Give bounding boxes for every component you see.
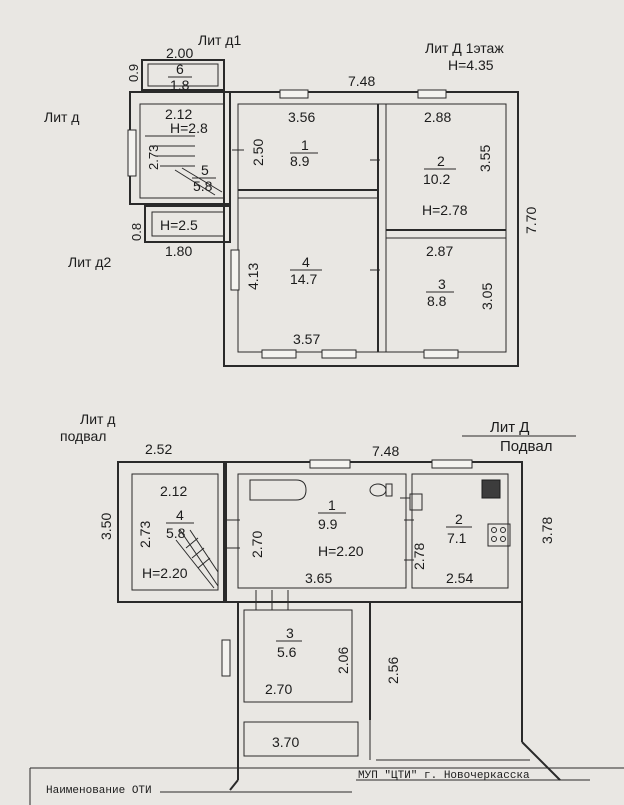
dim-basement-bottom-width: 3.70 xyxy=(272,734,299,750)
room3-basement-outline xyxy=(243,609,353,703)
lit-d1-extension xyxy=(141,59,225,91)
dim-basement-r4-width: 2.12 xyxy=(160,483,187,499)
room1-area: 8.9 xyxy=(290,153,310,169)
room4-area: 14.7 xyxy=(290,271,317,287)
basement-plan xyxy=(117,459,561,791)
room6-area: 1.8 xyxy=(170,77,190,93)
dim-d2-height: 0.8 xyxy=(129,223,144,241)
stair-top xyxy=(145,135,223,196)
dim-basement-left-height: 3.50 xyxy=(98,513,114,540)
room1-number: 1 xyxy=(301,137,309,153)
label-lit-D-basement: Лит Д xyxy=(490,419,529,436)
basement-room1-area: 9.9 xyxy=(318,516,338,532)
footer-name-label: Наименование ОТИ xyxy=(46,785,152,797)
lit-D-basement-block xyxy=(223,461,523,603)
basement-room1-height: H=2.20 xyxy=(318,543,364,559)
room6-number: 6 xyxy=(176,61,184,77)
room3-number: 3 xyxy=(438,276,446,292)
label-lit-d1: Лит д1 xyxy=(198,32,241,48)
dim-basement-width-total: 7.48 xyxy=(372,443,399,459)
window-top-1 xyxy=(279,89,309,99)
dim-basement-right-height: 3.78 xyxy=(539,517,555,544)
dim-r3-height: 3.05 xyxy=(479,283,495,310)
dim-r1-height: 2.50 xyxy=(250,139,266,166)
sink-icon xyxy=(409,493,423,511)
dim-basement-r4-height: 2.73 xyxy=(137,521,153,548)
stove-icon xyxy=(487,523,511,547)
basement-room3-area: 5.6 xyxy=(277,644,297,660)
dim-basement-r1-height: 2.70 xyxy=(249,531,265,558)
label-lit-d2: Лит д2 xyxy=(68,254,111,270)
room2-area: 10.2 xyxy=(423,171,450,187)
boiler-icon xyxy=(481,479,501,499)
dim-total-height: 7.70 xyxy=(523,207,539,234)
dim-d1-width: 2.00 xyxy=(166,45,193,61)
dim-d-width: 2.12 xyxy=(165,106,192,122)
window-lit-d xyxy=(127,129,137,177)
dim-corridor-height: 2.56 xyxy=(385,657,401,684)
lower-walls xyxy=(237,601,523,780)
dim-r3-width: 2.87 xyxy=(426,243,453,259)
basement-window-1 xyxy=(309,459,351,469)
dim-top-width-total: 7.48 xyxy=(348,73,375,89)
bathtub-icon xyxy=(249,479,307,501)
bottom-corridor xyxy=(243,721,359,757)
window-left xyxy=(230,249,240,291)
lit-d-basement-block xyxy=(117,461,227,603)
dim-basement-r2-height: 2.78 xyxy=(411,543,427,570)
lit-d-height: H=2.8 xyxy=(170,120,208,136)
label-lit-D-1floor: Лит Д 1этаж xyxy=(425,40,504,56)
top-floor-plan xyxy=(127,59,519,367)
label-lit-d-basement-1: Лит д xyxy=(80,411,115,427)
dim-d2-width: 1.80 xyxy=(165,243,192,259)
room5-number: 5 xyxy=(201,162,209,178)
dim-basement-r3-height: 2.06 xyxy=(335,647,351,674)
dim-d-stair-height: 2.73 xyxy=(146,145,161,170)
room4-number: 4 xyxy=(302,254,310,270)
label-basement: Подвал xyxy=(500,438,552,455)
dim-basement-left-width: 2.52 xyxy=(145,441,172,457)
dim-r2-width: 2.88 xyxy=(424,109,451,125)
footer-organization: МУП "ЦТИ" г. Новочеркасска xyxy=(358,770,530,782)
window-bottom-1 xyxy=(261,349,297,359)
window-top-2 xyxy=(417,89,447,99)
dim-basement-r3-width: 2.70 xyxy=(265,681,292,697)
label-lit-d: Лит д xyxy=(44,109,79,125)
basement-room2-number: 2 xyxy=(455,511,463,527)
basement-room4-area: 5.8 xyxy=(166,525,186,541)
label-lit-d-basement-2: подвал xyxy=(60,428,106,444)
room2-height: H=2.78 xyxy=(422,202,468,218)
room3-area: 8.8 xyxy=(427,293,447,309)
dim-d1-height: 0.9 xyxy=(126,64,141,82)
basement-room4-number: 4 xyxy=(176,507,184,523)
basement-window-left xyxy=(221,639,231,677)
lit-d2-block xyxy=(144,205,231,243)
basement-room4-height: H=2.20 xyxy=(142,565,188,581)
basement-room2-area: 7.1 xyxy=(447,530,467,546)
room2-number: 2 xyxy=(437,153,445,169)
lit-D-main-block xyxy=(223,91,519,367)
basement-room3-number: 3 xyxy=(286,625,294,641)
dim-basement-r2-width: 2.54 xyxy=(446,570,473,586)
basement-room1-number: 1 xyxy=(328,497,336,513)
basement-window-2 xyxy=(431,459,473,469)
window-bottom-2 xyxy=(321,349,357,359)
toilet-icon xyxy=(369,483,387,497)
dim-basement-r1-width: 3.65 xyxy=(305,570,332,586)
dim-r2-height: 3.55 xyxy=(477,145,493,172)
dim-r1-width: 3.56 xyxy=(288,109,315,125)
dim-bottom-width: 3.57 xyxy=(293,331,320,347)
room5-area: 5.8 xyxy=(193,178,213,194)
window-bottom-3 xyxy=(423,349,459,359)
stair-basement xyxy=(175,529,219,589)
lit-d2-height: H=2.5 xyxy=(160,217,198,233)
footer-title-block xyxy=(29,767,624,805)
label-height-main: H=4.35 xyxy=(448,57,494,73)
dim-r4-height: 4.13 xyxy=(245,263,261,290)
